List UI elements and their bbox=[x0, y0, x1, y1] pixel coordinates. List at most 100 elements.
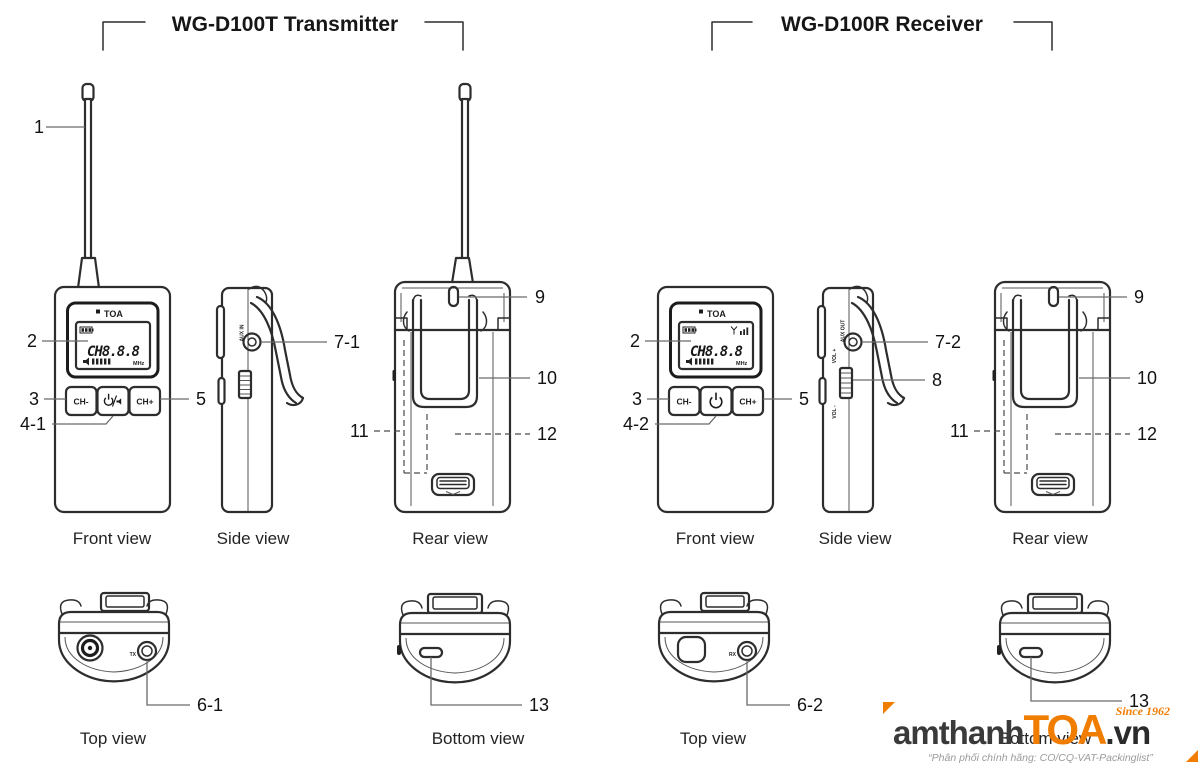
callout-11: 11 bbox=[950, 421, 969, 441]
callout-10: 10 bbox=[1137, 368, 1157, 388]
brand-label: TOA bbox=[707, 309, 726, 319]
callout-1: 1 bbox=[34, 117, 44, 137]
aux-in-jack-inner bbox=[247, 337, 257, 347]
rear-view-label: Rear view bbox=[412, 529, 488, 548]
battery-compartment-dashes bbox=[403, 340, 428, 474]
callout-2: 2 bbox=[27, 331, 37, 351]
antenna-signal-icon bbox=[730, 326, 749, 335]
top-body bbox=[657, 610, 771, 683]
clip-ear-right bbox=[746, 599, 769, 615]
bottom-body bbox=[998, 611, 1112, 684]
toa-logo-icon bbox=[96, 309, 100, 314]
clip-ear-right bbox=[487, 600, 510, 616]
power-icon bbox=[709, 392, 723, 409]
lcd-unit-label: MHz bbox=[736, 361, 748, 367]
clip-ear-right bbox=[146, 599, 169, 615]
clip-mount bbox=[248, 285, 268, 303]
clip-ear-right bbox=[1087, 600, 1110, 616]
side-thumbwheel bbox=[237, 369, 253, 400]
ch-up-label: CH+ bbox=[739, 397, 756, 407]
speaker-level-icon bbox=[686, 357, 714, 366]
aux-out-jack-inner bbox=[848, 337, 858, 347]
top-view-label: Top view bbox=[80, 729, 147, 748]
front-view-label: Front view bbox=[676, 529, 755, 548]
clip-ear-left bbox=[59, 599, 82, 615]
edge-nub bbox=[397, 645, 401, 655]
ch-up-button bbox=[128, 385, 162, 417]
clip-ear-left bbox=[1000, 600, 1023, 616]
edge-nub bbox=[997, 645, 1001, 655]
callout-7-2: 7-2 bbox=[935, 332, 961, 352]
callout-13: 13 bbox=[1129, 691, 1149, 711]
tx-indicator-label: TX bbox=[130, 652, 137, 658]
callout-6-2: 6-2 bbox=[797, 695, 823, 715]
battery-compartment-dashes bbox=[1003, 340, 1028, 474]
lcd-unit-label: MHz bbox=[133, 361, 145, 367]
callout-3: 3 bbox=[632, 389, 642, 409]
monitor-speaker-opening bbox=[676, 635, 707, 664]
callout-2: 2 bbox=[630, 331, 640, 351]
callout-12: 12 bbox=[537, 424, 557, 444]
aux-out-label: AUX OUT bbox=[841, 320, 847, 343]
side-bump bbox=[217, 376, 226, 406]
bracket-left bbox=[102, 21, 146, 51]
rx-indicator-label: RX bbox=[729, 652, 737, 658]
battery-icon bbox=[79, 326, 94, 334]
battery-latch bbox=[430, 472, 476, 497]
belt-clip-rear bbox=[402, 294, 488, 409]
power-button bbox=[699, 385, 733, 417]
ch-up-button bbox=[731, 385, 765, 417]
ch-down-label: CH- bbox=[676, 397, 691, 407]
callout-9: 9 bbox=[535, 287, 545, 307]
speaker-level-icon bbox=[83, 357, 111, 366]
belt-clip-side bbox=[850, 295, 906, 407]
side-view-label: Side view bbox=[217, 529, 290, 548]
toa-logo-icon bbox=[699, 309, 703, 314]
aux-in-label: AUX IN bbox=[240, 324, 246, 341]
ch-down-label: CH- bbox=[73, 397, 88, 407]
leader-4-1 bbox=[52, 415, 114, 425]
antenna-base bbox=[76, 256, 101, 290]
lcd-channel-value: CH8.8.8 bbox=[87, 344, 140, 360]
battery-icon bbox=[682, 326, 697, 334]
bracket-left bbox=[711, 21, 753, 51]
strap-slot bbox=[1047, 285, 1060, 308]
vol-minus-label: VOL - bbox=[832, 405, 838, 419]
callout-12: 12 bbox=[1137, 424, 1157, 444]
side-dial-bump bbox=[392, 370, 396, 381]
leader-6-1 bbox=[146, 660, 190, 706]
antenna-base bbox=[450, 256, 475, 285]
transmitter-rear-view: 9 10 11 12 Rear view bbox=[350, 82, 557, 548]
leader-13 bbox=[1030, 657, 1122, 702]
receiver-top-view: RX 6-2 Top view bbox=[657, 591, 823, 748]
clip-mount bbox=[849, 285, 869, 303]
callout-9: 9 bbox=[1134, 287, 1144, 307]
antenna-rod bbox=[83, 97, 93, 261]
receiver-bottom-view: 13 Bottom view bbox=[997, 592, 1149, 748]
bottom-view-label: Bottom view bbox=[432, 729, 525, 748]
front-view-label: Front view bbox=[73, 529, 152, 548]
clip-ear-left bbox=[659, 599, 682, 615]
side-view-label: Side view bbox=[819, 529, 892, 548]
transmitter-side-view: AUX IN 7-1 Side view bbox=[215, 285, 360, 548]
bracket-right bbox=[424, 21, 464, 51]
antenna-socket bbox=[76, 634, 104, 662]
belt-clip-side bbox=[249, 295, 305, 407]
device-body-side bbox=[821, 286, 875, 514]
callout-11: 11 bbox=[350, 421, 369, 441]
aux-out-jack bbox=[843, 332, 863, 352]
callout-4-2: 4-2 bbox=[623, 414, 649, 434]
aux-in-jack bbox=[242, 332, 262, 352]
receiver-rear-view: 9 10 11 12 Rear view bbox=[950, 280, 1157, 548]
belt-clip-rear bbox=[1002, 294, 1088, 409]
toa-logo-icon-bar bbox=[96, 309, 100, 311]
vol-plus-label: VOL + bbox=[832, 349, 838, 364]
side-button bbox=[816, 304, 827, 360]
transmitter-top-view: TX 6-1 Top view bbox=[57, 591, 223, 748]
toa-logo-icon-bar bbox=[699, 309, 703, 311]
transmitter-title: WG-D100T Transmitter bbox=[172, 13, 398, 36]
receiver-title: WG-D100R Receiver bbox=[781, 13, 983, 36]
leader-6-2 bbox=[746, 660, 790, 706]
side-button bbox=[215, 304, 226, 360]
